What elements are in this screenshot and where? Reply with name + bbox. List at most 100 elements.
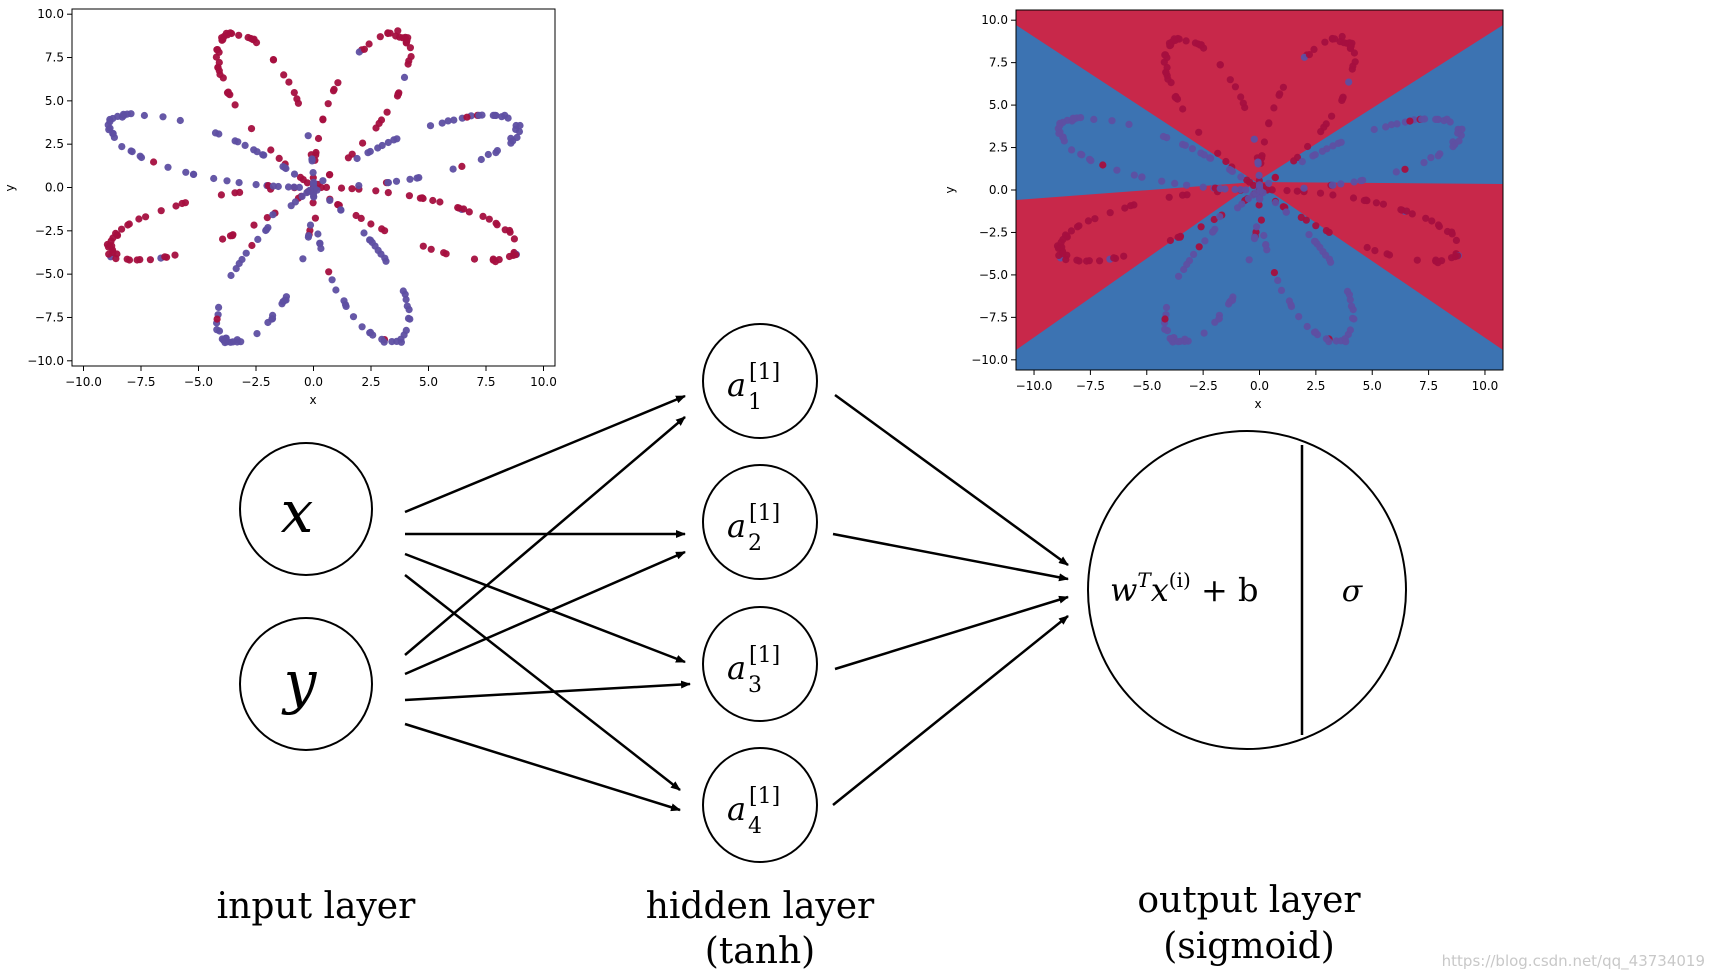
scatter-point [1331, 35, 1339, 43]
scatter-point [372, 124, 380, 132]
scatter-point [1312, 222, 1320, 230]
scatter-point [1200, 151, 1208, 159]
edge-a3-out [834, 595, 1069, 671]
scatter-point [329, 87, 338, 95]
scatter-point [427, 245, 435, 253]
hidden-node-1: a [1] 1 [702, 323, 818, 439]
scatter-point [493, 221, 501, 229]
scatter-point [248, 241, 256, 250]
scatter-point [1287, 302, 1296, 311]
scatter-point [470, 255, 479, 263]
scatter-point [228, 232, 237, 240]
scatter-point [1295, 313, 1303, 321]
scatter-point [1183, 181, 1191, 189]
scatter-point [1106, 209, 1114, 217]
scatter-point [290, 183, 298, 191]
scatter-point [107, 237, 115, 245]
y-tick-label: −5.0 [979, 268, 1008, 282]
scatter-point [1379, 200, 1387, 208]
scatter-point [118, 225, 126, 233]
scatter-point [213, 315, 221, 323]
scatter-point [1325, 338, 1333, 346]
scatter-point [1179, 105, 1187, 113]
scatter-point [505, 252, 514, 261]
scatter-point [298, 192, 306, 200]
hidden-node-2-subscript: 2 [748, 531, 762, 556]
scatter-point [1298, 158, 1306, 166]
scatter-point [1164, 75, 1172, 83]
scatter-point [1385, 251, 1394, 259]
y-tick-label: 0.0 [45, 181, 64, 195]
scatter-point [1215, 315, 1223, 323]
scatter-point [332, 286, 340, 294]
y-tick-label: −5.0 [35, 267, 64, 281]
output-activation-label: (sigmoid) [1163, 926, 1335, 967]
scatter-point [1325, 228, 1333, 236]
scatter-point [353, 154, 361, 163]
scatter-point [268, 315, 276, 323]
scatter-point [429, 196, 437, 205]
scatter-point [1271, 199, 1280, 207]
edge-y-a1 [404, 416, 686, 656]
scatter-point [1351, 58, 1359, 66]
scatter-point [1321, 38, 1329, 46]
region-blue-bottom [1016, 182, 1503, 370]
edge-x-a4 [404, 574, 681, 791]
input-node-x-label: x [281, 478, 314, 546]
hidden-node-2-superscript: [1] [749, 501, 780, 526]
scatter-point [1271, 174, 1279, 182]
scatter-point [314, 134, 323, 143]
y-tick-label: −2.5 [979, 225, 1008, 239]
scatter-point [1339, 94, 1347, 102]
scatter-point [1216, 61, 1224, 69]
scatter-point [1370, 125, 1378, 134]
hidden-node-1-subscript: 1 [748, 390, 762, 415]
scatter-point [1216, 213, 1224, 221]
scatter-point [1322, 120, 1330, 128]
edge-y-a4 [404, 722, 681, 812]
scatter-point [1337, 138, 1345, 146]
scatter-point [1304, 142, 1312, 151]
scatter-point [1427, 154, 1435, 162]
scatter-point [1300, 184, 1308, 192]
scatter-point [402, 295, 410, 304]
scatter-point [217, 191, 225, 199]
scatter-point [1110, 254, 1118, 262]
scatter-point [1275, 91, 1283, 99]
scatter-point [157, 207, 165, 215]
scatter-point [213, 326, 221, 334]
scatter-point [310, 178, 318, 186]
scatter-point [219, 235, 227, 243]
scatter-point [299, 255, 307, 263]
scatter-point [150, 158, 158, 166]
scatter-point [334, 79, 342, 87]
input-layer-label: input layer [217, 886, 416, 927]
scatter-point [1350, 178, 1358, 186]
scatter-point [1283, 187, 1291, 195]
scatter-point [1342, 338, 1350, 346]
scatter-point [349, 313, 358, 321]
scatter-point [1127, 202, 1135, 210]
scatter-point [1206, 154, 1214, 162]
x-tick-label: 10.0 [530, 375, 557, 389]
scatter-point [516, 121, 524, 130]
scatter-point [1302, 216, 1310, 224]
scatter-point [1165, 193, 1173, 201]
y-tick-label: 5.0 [989, 98, 1008, 112]
scatter-point [1158, 177, 1166, 185]
scatter-point [1305, 51, 1313, 59]
scatter-point [384, 179, 392, 187]
scatter-point [372, 187, 380, 195]
scatter-point [225, 90, 233, 98]
scatter-point [1077, 114, 1085, 122]
region-blue-left [1016, 25, 1256, 200]
scatter-point [241, 141, 249, 149]
scatter-point [384, 138, 392, 147]
scatter-point [1162, 68, 1170, 76]
scatter-point [284, 183, 293, 191]
scatter-point [259, 151, 267, 159]
scatter-point [1176, 233, 1184, 241]
x-tick-label: 0.0 [1250, 379, 1269, 393]
scatter-point [1303, 322, 1311, 331]
